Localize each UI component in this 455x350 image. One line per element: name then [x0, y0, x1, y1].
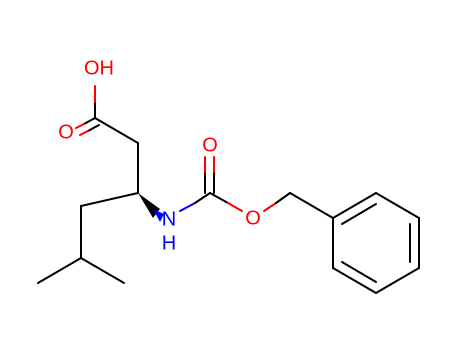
bond-benzyl-ch2-to-ring	[289, 192, 334, 219]
bond-ester-oxygen-to-benzyl-ch2-black	[275, 192, 291, 204]
stereo-wedge-blue	[153, 209, 164, 222]
carboxyl-group: OH O	[58, 57, 139, 144]
bond-nitrogen-to-carbamate-black	[194, 192, 211, 204]
wedge-bond-to-nitrogen	[138, 193, 164, 222]
carbamate-group: N H O O	[162, 134, 291, 254]
bond-ester-oxygen-to-benzyl-ch2-red	[263, 202, 277, 212]
acid-carbonyl-oxygen-label: O	[58, 121, 74, 143]
bond-acid-carbonyl-inner-red	[79, 130, 89, 136]
bond-acid-carbonyl-outer-black	[83, 117, 96, 125]
ring-bond-2	[375, 192, 420, 219]
hydroxyl-label: OH	[84, 57, 114, 79]
bond-acid-carbonyl-outer-red	[75, 123, 85, 129]
ring-bond-4	[375, 267, 420, 294]
amine-hydrogen-label: H	[162, 232, 176, 254]
ring-inner-bond-c	[341, 261, 377, 283]
bond-acid-carbonyl-inner-black	[87, 124, 100, 132]
bond-stereocenter-to-isobutyl-ch2	[80, 192, 139, 207]
nitrogen-label: N	[162, 208, 176, 230]
bond-ch-to-methyl-left	[37, 257, 82, 284]
ring-bond-1	[332, 192, 377, 219]
ester-oxygen-label: O	[245, 207, 261, 229]
ring-bond-5	[332, 267, 377, 294]
benzyl-group	[289, 192, 420, 294]
carbamate-carbonyl-oxygen-label: O	[202, 134, 218, 156]
bond-acid-carbon-to-ch2	[94, 117, 139, 144]
ring-inner-bond-a	[341, 203, 377, 225]
bond-nitrogen-to-carbamate-blue	[179, 202, 196, 212]
bond-carbamate-to-ester-oxygen-black	[209, 192, 229, 204]
backbone-chain	[37, 142, 139, 284]
bond-carbamate-to-ester-oxygen-red	[227, 202, 243, 212]
bond-ch-to-methyl-right	[80, 257, 125, 284]
